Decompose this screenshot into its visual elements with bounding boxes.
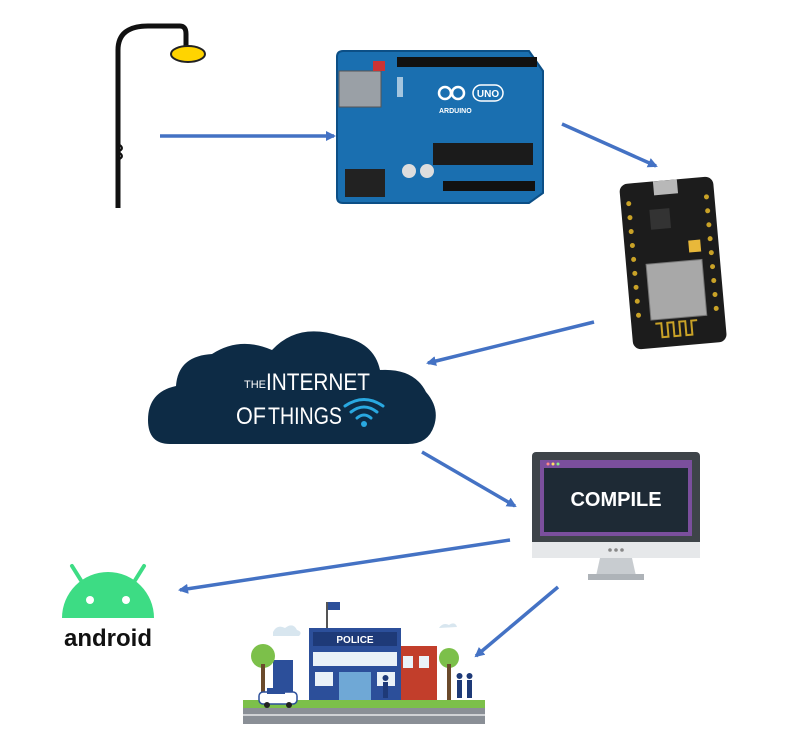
arrow-monitor-to-android xyxy=(178,538,511,594)
police-station: POLICE xyxy=(243,602,485,724)
wifi-icon xyxy=(343,398,385,427)
cloud-text-things: THINGS xyxy=(268,403,342,430)
arduino-badge: UNO xyxy=(477,89,499,100)
arrow-nodemcu-to-cloud xyxy=(426,320,595,366)
compile-monitor: COMPILE xyxy=(532,452,700,580)
arrow-monitor-to-police xyxy=(474,585,560,658)
internet-of-things-cloud: THE INTERNET OF THINGS xyxy=(148,331,436,444)
android-label: android xyxy=(64,625,152,652)
cloud-text-the: THE xyxy=(244,379,266,391)
nodemcu-board xyxy=(619,176,727,350)
police-sign: POLICE xyxy=(336,635,374,646)
android-logo-icon: android xyxy=(62,564,154,652)
street-lamp-icon xyxy=(115,23,206,208)
arrow-arduino-to-nodemcu xyxy=(561,122,658,168)
cloud-text-internet: INTERNET xyxy=(266,369,370,396)
cloud-text-of: OF xyxy=(236,403,266,430)
arrow-cloud-to-monitor xyxy=(421,450,517,508)
compile-label: COMPILE xyxy=(570,489,661,511)
arduino-label: ARDUINO xyxy=(439,108,472,115)
arduino-uno-board: UNO ARDUINO xyxy=(336,50,544,204)
